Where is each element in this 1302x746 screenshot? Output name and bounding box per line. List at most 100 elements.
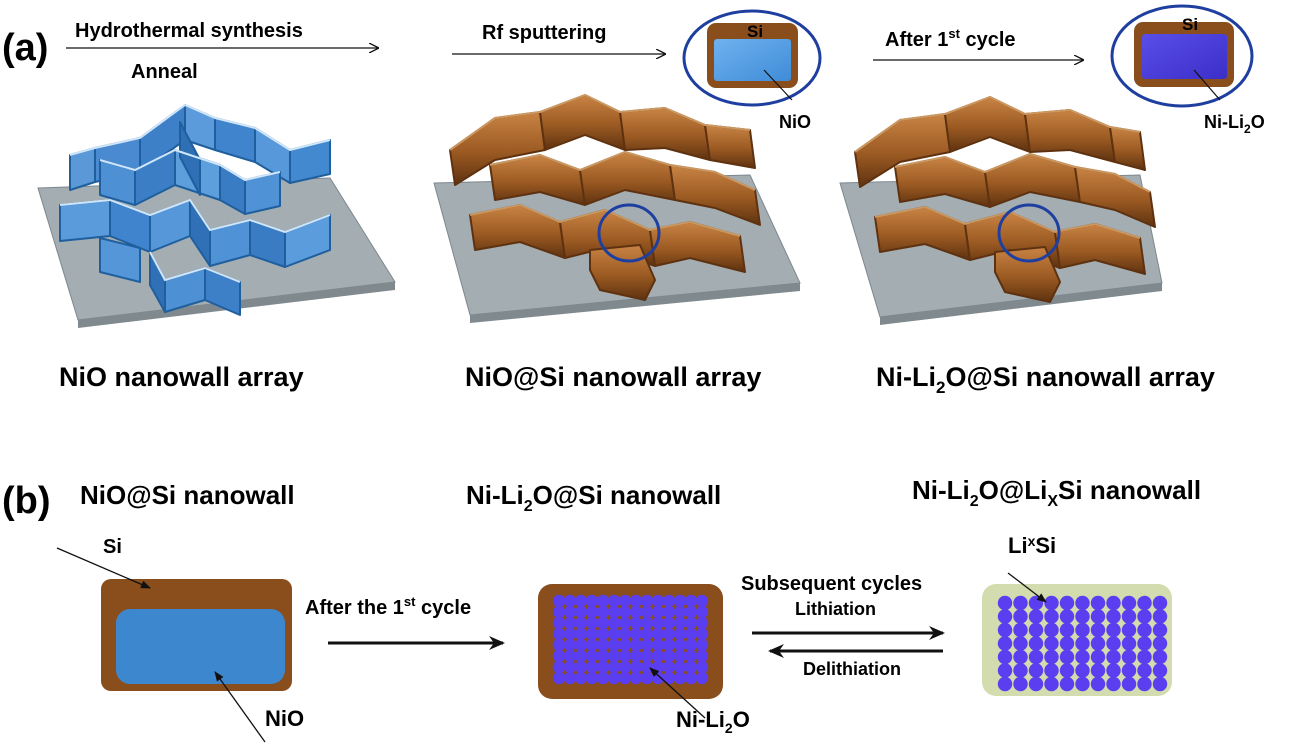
- nl-post: O: [733, 707, 750, 732]
- ni-li2o-particle: [662, 594, 676, 608]
- ni-li2o-particle: [552, 638, 566, 652]
- ni-li2o-particle: [1028, 649, 1044, 665]
- ni-li2o-si-array-caption: Ni-Li2O@Si nanowall array: [876, 362, 1215, 397]
- ni-li2o-particle: [574, 638, 588, 652]
- h2-sub: 2: [524, 498, 533, 515]
- ni-li2o-particle: [563, 616, 577, 630]
- ni-li2o-particle: [673, 605, 687, 619]
- ni-li2o-particle: [1028, 609, 1044, 624]
- ni-li2o-particle: [997, 609, 1013, 624]
- cap3-post: O@Si nanowall array: [945, 362, 1214, 392]
- ni-li2o-particle: [1059, 636, 1075, 651]
- ni-li2o-particle: [1152, 649, 1168, 665]
- ni-li2o-particle: [1075, 622, 1090, 638]
- ni-li2o-particle: [1106, 609, 1121, 624]
- ni-li2o-particle: [1137, 649, 1152, 665]
- ni-li2o-particle: [673, 627, 687, 641]
- ni-li2o-particle: [585, 649, 599, 663]
- atf-sup: st: [404, 594, 416, 609]
- ni-li2o-particle: [596, 660, 610, 674]
- ni-li2o-label: Ni-Li2O: [676, 707, 750, 736]
- ni-li2o-particle: [1044, 663, 1059, 678]
- ni-li2o-particle: [607, 616, 621, 630]
- ni-li2o-particle: [596, 671, 610, 685]
- ni-li2o-particle: [695, 627, 709, 641]
- inset-si-label: Si: [747, 22, 763, 41]
- ni-li2o-particle: [1044, 609, 1059, 624]
- after-first-post: cycle: [960, 29, 1016, 51]
- ni-li2o-particle: [651, 594, 665, 608]
- ni-li2o-particle: [684, 660, 698, 674]
- ni-li2o-particle: [673, 594, 687, 608]
- ni-li2o-particle: [563, 671, 577, 685]
- ni-li2o-particle: [1152, 609, 1168, 624]
- ni-li2o-particle: [695, 671, 709, 685]
- ni-li2o-particle: [651, 638, 665, 652]
- ni-li2o-particle: [574, 605, 588, 619]
- ni-li2o-particle: [618, 671, 632, 685]
- ni-li2o-particle: [618, 627, 632, 641]
- ni-li2o-particle: [563, 660, 577, 674]
- ni-li2o-particle: [1090, 609, 1106, 624]
- h2-pre: Ni-Li: [466, 480, 524, 510]
- ni-li2o-particle: [684, 627, 698, 641]
- ni-li2o-particle: [607, 671, 621, 685]
- ni-li2o-particle: [662, 627, 676, 641]
- ni-li2o-lixsi-cross-section: [982, 572, 1172, 696]
- ni-li2o-particle: [596, 627, 610, 641]
- ni-li2o-particle: [618, 605, 632, 619]
- ni-li2o-particle: [1090, 595, 1106, 611]
- ni-li2o-particle: [629, 627, 643, 641]
- ni-li2o-particle: [585, 605, 599, 619]
- hydrothermal-step-label: Hydrothermal synthesis: [75, 20, 303, 42]
- ni-li2o-particle: [585, 638, 599, 652]
- ni-li2o-particle: [585, 660, 599, 674]
- ni-li2o-particle: [596, 605, 610, 619]
- ni-li2o-particle: [1090, 622, 1106, 638]
- ni-li2o-particle: [662, 638, 676, 652]
- ni-li2o-particle: [673, 638, 687, 652]
- inset2-ni-li2o-label: Ni-Li2O: [1204, 112, 1265, 136]
- ni-li2o-particle: [596, 594, 610, 608]
- ni-li2o-particle: [1152, 622, 1168, 638]
- ni-li2o-particle: [695, 594, 709, 608]
- ni-li2o-particle: [640, 660, 654, 674]
- after-first-pre: After 1: [885, 29, 948, 51]
- ni-li2o-particle: [684, 671, 698, 685]
- ni-li2o-particle: [596, 638, 610, 652]
- ni-li2o-particle: [607, 627, 621, 641]
- ni-li2o-particle: [662, 649, 676, 663]
- ni-li2o-particle: [1013, 609, 1028, 624]
- ni-li2o-particle: [1152, 636, 1168, 651]
- after-first-cycle-step-label: After 1st cycle: [885, 26, 1016, 51]
- h3-mid: O@Li: [979, 475, 1048, 505]
- ni-li2o-particle: [1121, 663, 1137, 678]
- ni-li2o-particle: [1075, 609, 1090, 624]
- ni-li2o-particle: [618, 638, 632, 652]
- delithiation-label: Delithiation: [803, 659, 901, 679]
- ni-li2o-particle: [607, 660, 621, 674]
- h3-sub: 2: [970, 493, 979, 510]
- ni-li2o-particle: [585, 671, 599, 685]
- ni-li2o-particle: [1106, 636, 1121, 651]
- ni-li2o-particle: [1137, 622, 1152, 638]
- ni-li2o-particle: [1013, 663, 1028, 678]
- ni-li2o-particle: [1152, 663, 1168, 678]
- ni-li2o-particle: [1106, 649, 1121, 665]
- ni-li2o-particle: [662, 660, 676, 674]
- ni-li2o-particle: [1090, 676, 1106, 692]
- ni-li2o-particle: [618, 649, 632, 663]
- ni-li2o-particle: [1075, 636, 1090, 651]
- after-first-sup: st: [948, 26, 960, 41]
- ni-li2o-particle: [662, 671, 676, 685]
- ni-li2o-particle: [673, 660, 687, 674]
- ni-li2o-particle: [1013, 649, 1028, 665]
- ni-li2o-particle: [552, 671, 566, 685]
- nio-si-cross-section-inset: [682, 9, 822, 107]
- ni-li2o-particle: [684, 594, 698, 608]
- ni-li2o-particle: [1013, 676, 1028, 692]
- ni-li2o-particle: [629, 638, 643, 652]
- ni-li2o-particle: [695, 638, 709, 652]
- ni-li2o-nanoparticle-grid: [552, 594, 709, 685]
- ni-li2o-particle: [1013, 595, 1028, 611]
